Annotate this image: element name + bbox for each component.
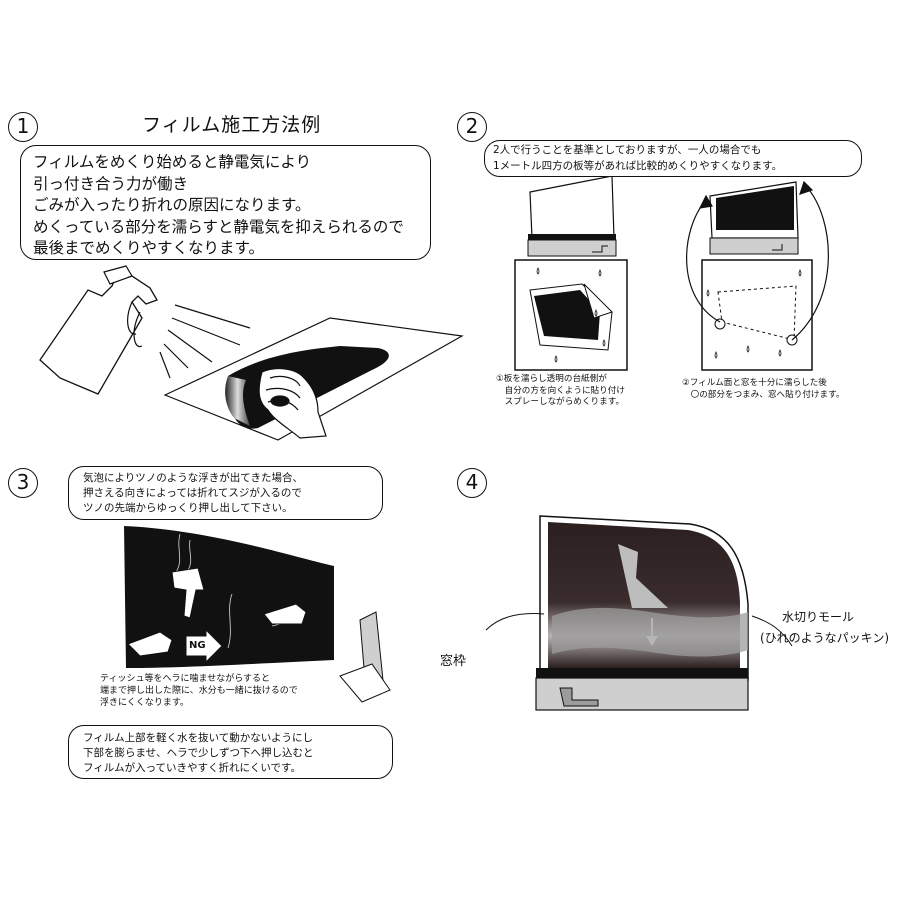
squeegee-with-tissue (339, 611, 391, 703)
bubble-line: フィルム上部を軽く水を抜いて動かないようにし (83, 732, 314, 744)
caption-line: ①板を濡らし透明の台紙側が (496, 374, 607, 384)
drip-molding-label: 水切りモール (782, 610, 855, 624)
caption-line: ②フィルム面と窓を十分に濡らした後 (682, 378, 827, 388)
step-1-instruction-bubble: フィルムをめくり始めると静電気により 引っ付き合う力が働き ごみが入ったり折れの… (20, 145, 431, 260)
squeegee-hands (127, 567, 307, 657)
spray-bottle-illustration (39, 265, 158, 395)
bubble-line: 気泡によりツノのような浮きが出てきた場合、 (83, 472, 303, 484)
window-glass-left (527, 175, 617, 257)
ng-arrow-mark (185, 628, 223, 664)
caption-line: 〇の部分をつまみ、窓へ貼り付けます。 (682, 389, 845, 400)
bubble-line: ツノの先端からゆっくり押し出して下さい。 (83, 502, 293, 514)
door-window-step4 (535, 515, 749, 711)
hand-peeling-illustration (258, 368, 327, 439)
bubble-line: フィルムが入っていきやすく折れにくいです。 (83, 762, 301, 774)
bubble-line: 2人で行うことを基準としておりますが、一人の場合でも (493, 144, 762, 156)
caption-line: スプレーしながらめくります。 (496, 397, 625, 407)
ng-label: NG (189, 640, 206, 651)
step-3-instruction-bubble: 気泡によりツノのような浮きが出てきた場合、 押さえる向きによっては折れてスジが入… (68, 466, 383, 520)
window-with-film-right (709, 181, 799, 255)
spray-mist-lines (159, 304, 251, 379)
window-frame-label: 窓枠 (440, 654, 467, 669)
step-2-number: 2 (457, 112, 487, 142)
page-title: フィルム施工方法例 (142, 114, 322, 136)
bubble-line: ごみが入ったり折れの原因になります。 (33, 196, 311, 214)
caption-line: 自分の方を向くように貼り付け (496, 385, 625, 396)
bubble-line: 下部を膨らませ、ヘラで少しずつ下へ押し込むと (83, 747, 314, 759)
water-drops-right (706, 269, 802, 359)
caption-line: ティッシュ等をヘラに噛ませながらすると (100, 674, 271, 684)
bubble-line: 引っ付き合う力が働き (33, 174, 189, 193)
step-3-bottom-bubble: フィルム上部を軽く水を抜いて動かないようにし 下部を膨らませ、ヘラで少しずつ下へ… (68, 725, 393, 779)
bubble-line: フィルムをめくり始めると静電気により (33, 153, 312, 171)
film-window-step3 (124, 526, 334, 668)
leader-lines (485, 613, 793, 647)
step-2-instruction-bubble: 2人で行うことを基準としておりますが、一人の場合でも 1メートル四方の板等があれ… (484, 140, 862, 177)
drip-molding-sublabel: (ひれのようなパッキン) (760, 631, 890, 645)
bubble-line: 最後までめくりやすくなります。 (33, 239, 264, 257)
board-with-film-left (514, 259, 628, 371)
step-2-caption-right: ②フィルム面と窓を十分に濡らした後 〇の部分をつまみ、窓へ貼り付けます。 (682, 378, 844, 401)
step-1-number: 1 (8, 112, 38, 142)
bubble-line: 押さえる向きによっては折れてスジが入るので (83, 487, 302, 499)
water-drops-left (536, 267, 606, 363)
step-2-caption-left: ①板を濡らし透明の台紙側が 自分の方を向くように貼り付け スプレーしながらめくり… (496, 374, 625, 409)
step-3-caption: ティッシュ等をヘラに噛ませながらすると 端まで押し出した際に、水分も一緒に抜ける… (100, 673, 298, 709)
step-3-number: 3 (8, 468, 38, 498)
caption-line: 端まで押し出した際に、水分も一緒に抜けるので (100, 686, 298, 696)
caption-line: 浮きにくくなります。 (100, 698, 189, 708)
transfer-arrows (686, 180, 829, 341)
bubble-line: めくっている部分を濡らすと静電気を抑えられるので (33, 217, 404, 236)
step-4-number: 4 (457, 468, 487, 498)
bubble-line: 1メートル四方の板等があれば比較的めくりやすくなります。 (493, 159, 783, 172)
board-with-film-right (701, 259, 813, 371)
